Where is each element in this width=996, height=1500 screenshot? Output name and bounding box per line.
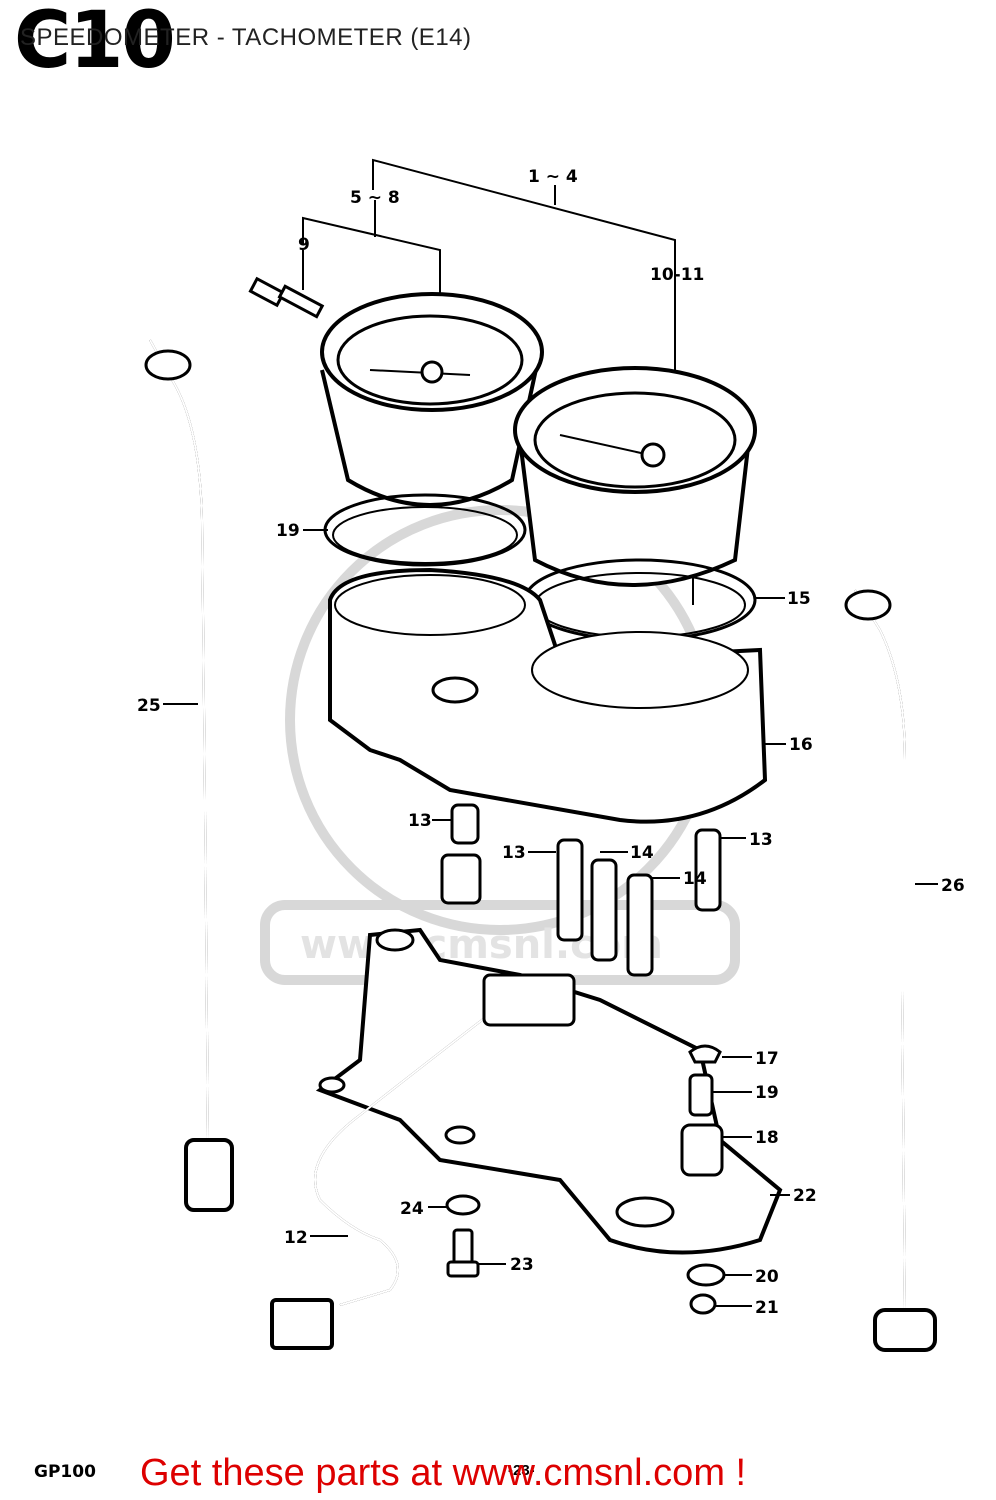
label-20: 20 — [755, 1267, 779, 1287]
bulb-sockets — [440, 803, 722, 977]
speedometer-cable — [144, 339, 234, 1212]
label-15: 15 — [787, 589, 811, 609]
label-5-8: 5 ~ 8 — [350, 188, 400, 208]
label-24: 24 — [400, 1199, 424, 1219]
part-labels: 1 ~ 4 5 ~ 8 9 10-11 19 15 25 16 13 13 13… — [137, 167, 965, 1318]
label-22: 22 — [793, 1186, 817, 1206]
label-13-a: 13 — [408, 811, 432, 831]
screw-9 — [248, 250, 325, 319]
page-title: SPEEDOMETER - TACHOMETER (E14) — [20, 24, 472, 51]
label-21: 21 — [755, 1298, 779, 1318]
wiring-harness — [270, 973, 576, 1350]
label-23: 23 — [510, 1255, 534, 1275]
label-16: 16 — [789, 735, 813, 755]
label-9: 9 — [298, 235, 310, 255]
fasteners — [445, 1194, 726, 1315]
mounting-bracket — [315, 927, 783, 1255]
label-14-a: 14 — [630, 843, 654, 863]
label-17: 17 — [755, 1049, 779, 1069]
damper-rubbers — [680, 1044, 724, 1177]
label-18: 18 — [755, 1128, 779, 1148]
label-13-c: 13 — [749, 830, 773, 850]
gauge-housing — [328, 567, 768, 824]
label-13-b: 13 — [502, 843, 526, 863]
label-19-top: 19 — [276, 521, 300, 541]
label-25: 25 — [137, 696, 161, 716]
page-number: -23- — [508, 1462, 535, 1479]
speedometer — [320, 292, 544, 507]
group-brackets — [302, 158, 676, 370]
label-12: 12 — [284, 1228, 308, 1248]
leader-lines — [163, 529, 938, 1307]
promo-link[interactable]: Get these parts at www.cmsnl.com ! — [140, 1452, 747, 1494]
label-1-4: 1 ~ 4 — [528, 167, 578, 187]
label-26: 26 — [941, 876, 965, 896]
model-code: GP100 — [34, 1462, 96, 1482]
tachometer — [513, 366, 757, 605]
page-code: C10 — [14, 0, 176, 86]
label-19-bottom: 19 — [755, 1083, 779, 1103]
label-10-11: 10-11 — [650, 265, 704, 285]
label-14-b: 14 — [683, 869, 707, 889]
tachometer-cable — [844, 589, 937, 1352]
